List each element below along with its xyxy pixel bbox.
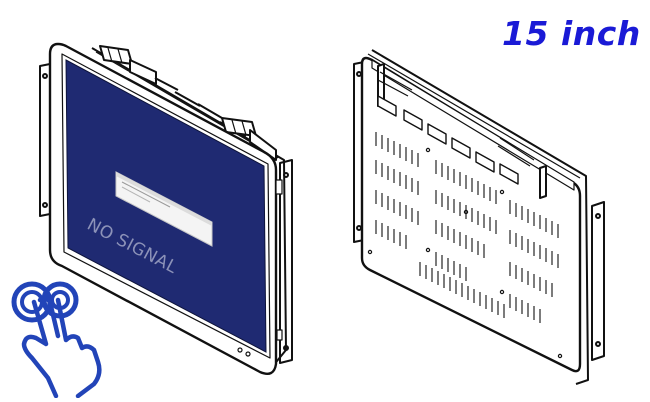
screen-dialog-box bbox=[115, 171, 213, 247]
multi-touch-hand-icon bbox=[11, 281, 102, 398]
size-title: 15 inch bbox=[502, 14, 641, 53]
